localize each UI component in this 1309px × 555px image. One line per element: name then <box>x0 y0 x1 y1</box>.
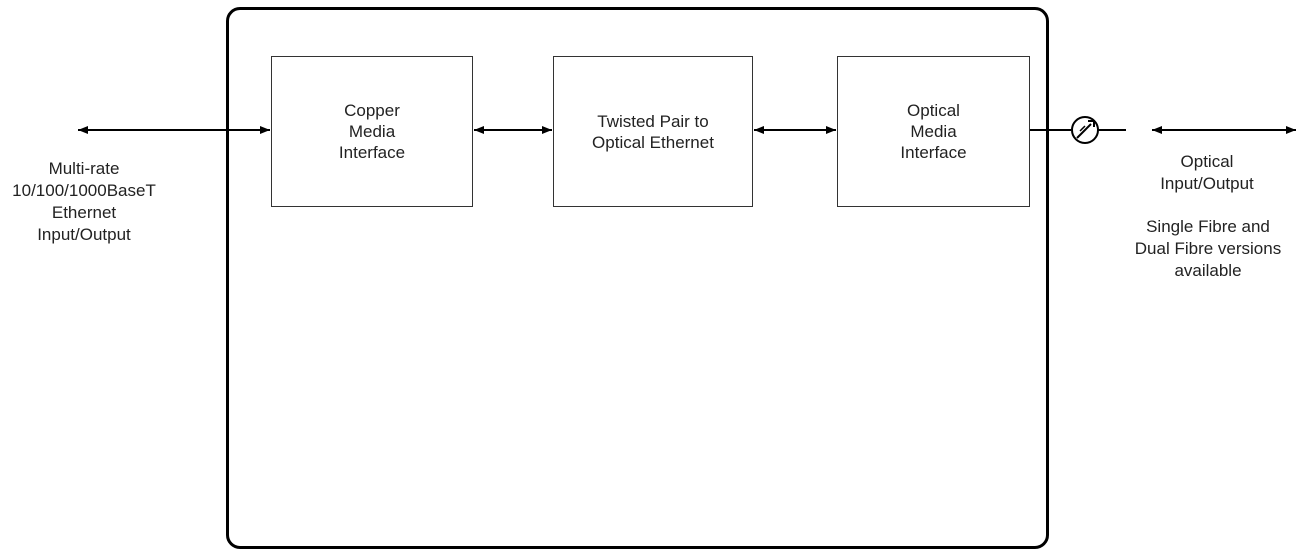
copper-media-interface-label: Copper Media Interface <box>338 101 406 162</box>
optical-io-label: Optical Input/Output <box>1160 152 1254 193</box>
twisted-pair-to-optical-label: Twisted Pair to Optical Ethernet <box>592 111 714 152</box>
ethernet-io-label: Multi-rate 10/100/1000BaseT Ethernet Inp… <box>12 159 156 244</box>
equipment-enclosure <box>226 7 1049 549</box>
twisted-pair-to-optical-block: Twisted Pair to Optical Ethernet <box>553 56 753 207</box>
copper-media-interface-block: Copper Media Interface <box>271 56 473 207</box>
optical-media-interface-block: Optical Media Interface <box>837 56 1030 207</box>
fibre-versions-label: Single Fibre and Dual Fibre versions ava… <box>1134 217 1282 280</box>
fibre-connector-icon <box>1071 116 1099 144</box>
optical-media-interface-label: Optical Media Interface <box>900 101 967 162</box>
